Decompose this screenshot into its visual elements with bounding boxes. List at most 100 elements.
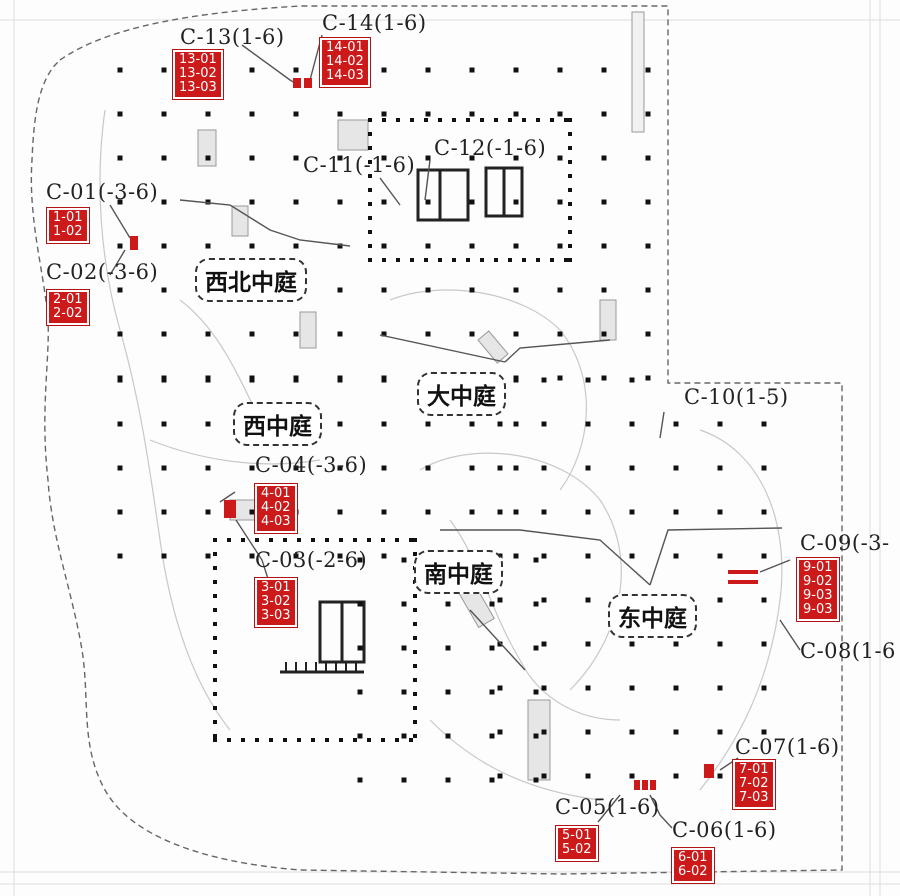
unit-badge-c13: 13-01 13-02 13-03 [172,49,224,100]
column-dot [413,636,417,640]
column-dot [381,111,387,117]
column-dot [205,331,211,337]
unit-code: 3-01 [261,580,291,595]
column-dot [368,118,372,122]
column-dot [601,243,607,249]
column-dot [213,664,217,668]
stair-ticks [285,662,357,672]
column-dot [673,509,679,515]
column-dot [557,243,563,249]
column-dot [368,244,372,248]
column-dot [557,67,563,73]
column-dot [497,773,503,779]
column-dot [717,553,723,559]
column-dot [213,622,217,626]
unit-badge-c04: 4-01 4-02 4-03 [254,483,298,534]
column-dot [353,738,357,742]
column-dot [368,202,372,206]
column-dot [469,421,475,427]
column-dot [161,111,167,117]
column-dot [293,243,299,249]
column-dot [717,421,723,427]
column-dot [497,729,503,735]
column-dot [241,738,245,742]
column-dot [601,111,607,117]
column-dot [469,509,475,515]
column-dot [717,597,723,603]
unit-code: 7-01 [739,762,769,777]
column-dot [381,538,385,542]
column-dot [568,160,572,164]
column-dot [117,421,123,427]
column-dot [424,258,428,262]
column-dot [161,155,167,161]
column-dot [425,67,431,73]
column-dot [293,111,299,117]
column-dot [425,421,431,427]
column-dot [557,287,563,293]
column-dot [337,155,343,161]
unit-code: 14-03 [326,68,364,83]
column-dot [213,692,217,696]
column-dot [249,331,255,337]
column-dot [213,720,217,724]
callout-c07: C-07(1-6) [735,735,840,759]
unit-code: 2-02 [53,306,83,321]
column-dot [557,375,563,381]
column-dot [413,608,417,612]
column-dot [601,155,607,161]
column-dot [413,650,417,654]
column-dot [161,243,167,249]
column-dot [568,118,572,122]
unit-badge-c09: 9-01 9-02 9-03 9-03 [796,557,840,622]
unit-code: 2-01 [53,292,83,307]
column-dot [337,553,343,559]
column-dot [557,155,563,161]
unit-code: 13-03 [179,80,217,95]
atrium-label-west: 西中庭 [233,402,322,446]
column-dot [213,738,217,742]
column-dot [629,465,635,471]
callout-c03: C-03(-2-6) [255,548,368,572]
column-dot [469,199,475,205]
column-dot [541,553,547,559]
column-dot [117,287,123,293]
column-dot [645,243,651,249]
column-dot [761,685,767,691]
column-dot [241,538,245,542]
column-dot [413,594,417,598]
column-dot [357,689,363,695]
column-dot [249,377,255,383]
column-dot [445,601,451,607]
column-dot [395,738,399,742]
column-dot [381,377,387,383]
unit-code: 4-02 [261,500,291,515]
column-dot [645,199,651,205]
column-dot [357,601,363,607]
column-dot [413,622,417,626]
column-dot [368,146,372,150]
column-dot [339,738,343,742]
column-dot [213,650,217,654]
column-dot [469,111,475,117]
column-dot [438,118,442,122]
column-dot [425,331,431,337]
column-dot [213,734,217,738]
column-dot [533,557,539,563]
column-dot [381,199,387,205]
column-dot [508,258,512,262]
door-markers [130,78,758,790]
column-dot [213,594,217,598]
unit-code: 4-03 [261,514,291,529]
column-dot [401,601,407,607]
column-dot [585,553,591,559]
column-dot [533,689,539,695]
column-dot [494,258,498,262]
unit-code: 9-01 [803,560,833,575]
column-dot [213,580,217,584]
column-dot [205,465,211,471]
callout-c02: C-02(-3-6) [46,260,159,284]
column-dot [413,706,417,710]
column-dot [717,641,723,647]
